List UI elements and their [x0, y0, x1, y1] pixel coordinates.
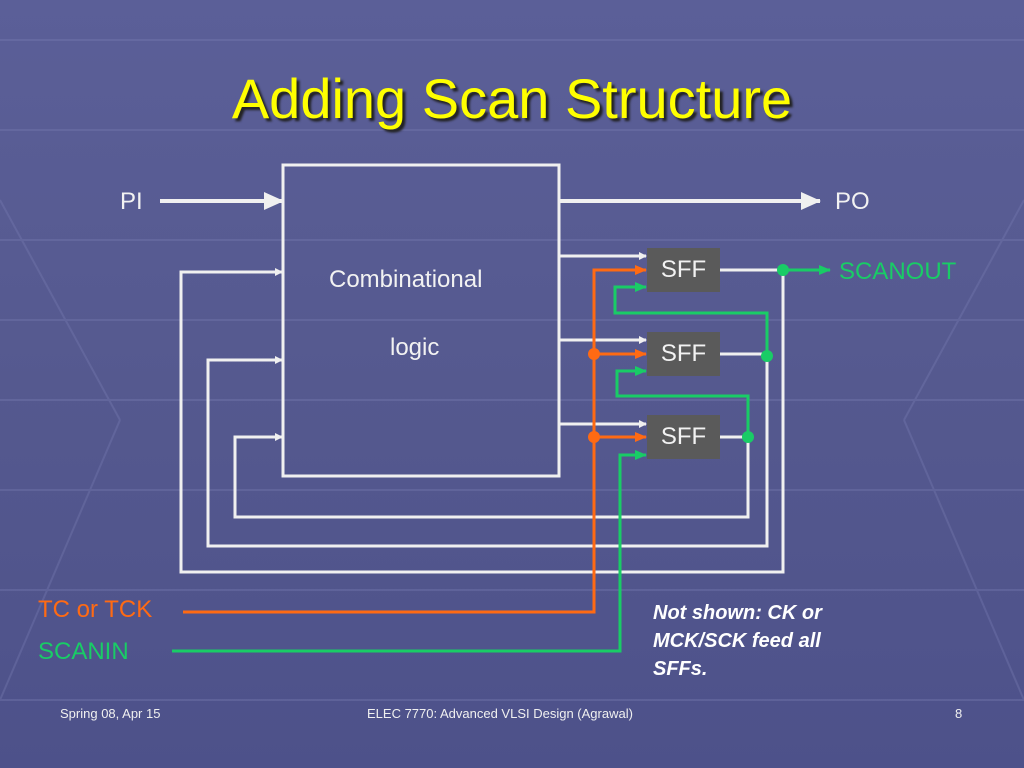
footer-date: Spring 08, Apr 15 — [60, 706, 161, 721]
pi-label: PI — [120, 188, 143, 215]
slide-title: Adding Scan Structure — [231, 67, 793, 130]
scanin-label: SCANIN — [38, 638, 129, 665]
tc-label: TC or TCK — [38, 596, 153, 623]
note-line: SFFs. — [653, 658, 708, 680]
note-text: Not shown: CK or MCK/SCK feed all SFFs. — [653, 599, 822, 683]
scanout-label: SCANOUT — [839, 258, 957, 285]
combinational-logic-box — [281, 163, 561, 478]
note-line: Not shown: CK or — [653, 602, 822, 624]
scan-flip-flop-3: SFF — [647, 415, 720, 459]
scan-flip-flop-2: SFF — [647, 332, 720, 376]
footer-course: ELEC 7770: Advanced VLSI Design (Agrawal… — [367, 706, 633, 721]
feedback-wire-1 — [179, 268, 785, 574]
scan-chain-wire — [172, 265, 831, 653]
note-line: MCK/SCK feed all — [653, 630, 821, 652]
tc-wire — [183, 265, 647, 614]
scan-flip-flop-1: SFF — [647, 248, 720, 292]
comb-label-1: Combinational — [329, 266, 483, 293]
po-label: PO — [835, 188, 870, 215]
page-number: 8 — [955, 706, 963, 721]
feedback-wire-2 — [206, 352, 769, 548]
comb-label-2: logic — [390, 334, 440, 361]
